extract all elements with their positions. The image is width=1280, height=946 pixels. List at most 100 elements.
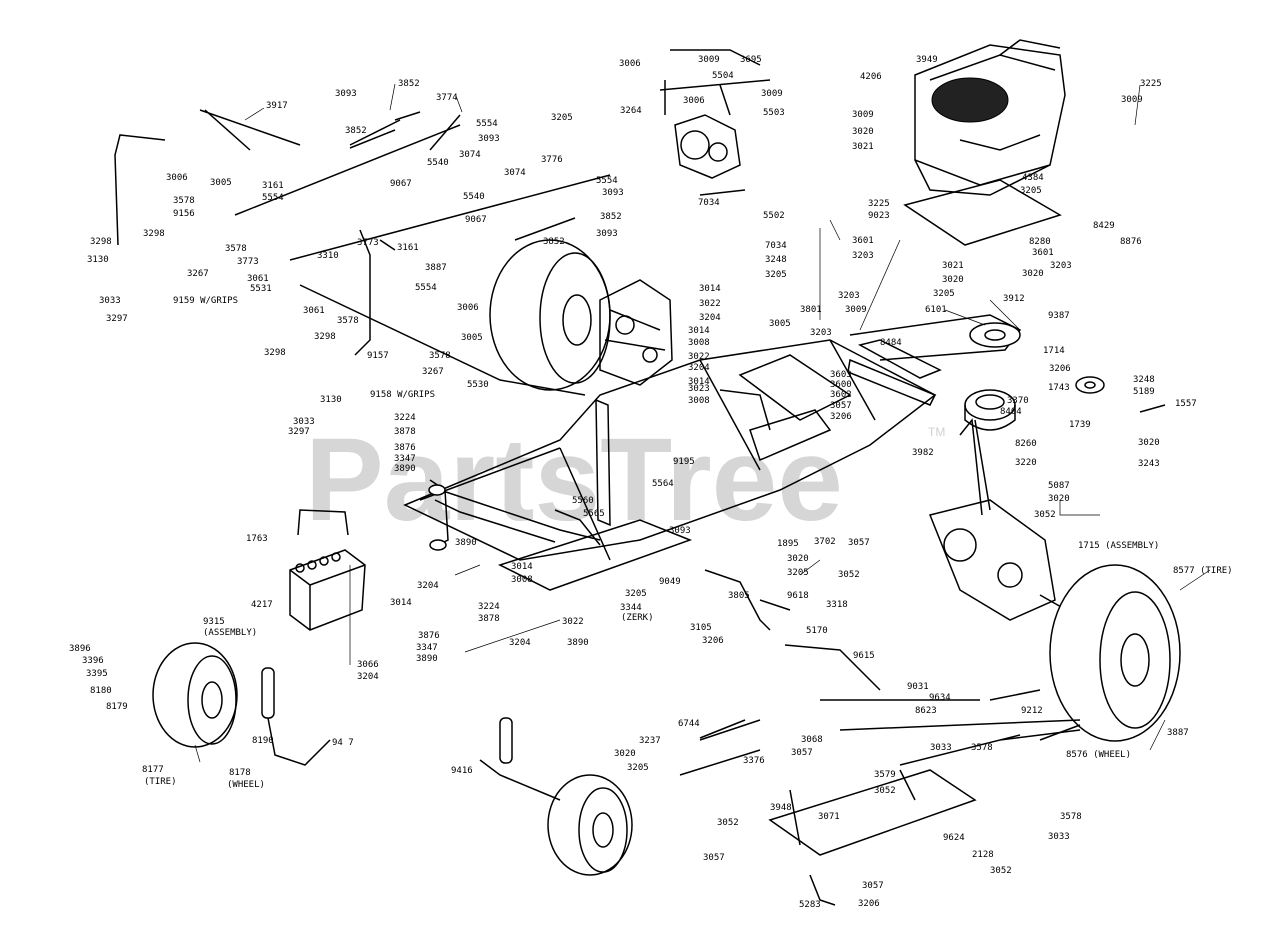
spindle-right <box>479 717 561 801</box>
part-label-3852a: 3852 <box>398 79 420 89</box>
part-label-5170: 5170 <box>806 626 828 636</box>
part-label-3093e: 3093 <box>669 526 691 536</box>
part-label-3297b: 3297 <box>288 427 310 437</box>
part-label-7034a: 7034 <box>698 198 720 208</box>
engine-mount-plate <box>903 179 1062 246</box>
part-label-3344: 3344 <box>620 603 642 613</box>
part-label-3009d: 3009 <box>852 110 874 120</box>
part-label-3852d: 3852 <box>543 237 565 247</box>
part-label-1557: 1557 <box>1175 399 1197 409</box>
part-label-3773b: 3773 <box>357 238 379 248</box>
part-label-3093d: 3093 <box>596 229 618 239</box>
part-label-3008a: 3008 <box>688 338 710 348</box>
part-label-3006b: 3006 <box>457 303 479 313</box>
part-label-3020b: 3020 <box>942 275 964 285</box>
part-label-1895: 1895 <box>777 539 799 549</box>
rear-tire-right <box>1049 564 1181 742</box>
part-label-3021b: 3021 <box>942 261 964 271</box>
part-label-9067b: 9067 <box>465 215 487 225</box>
part-label-3578a: 3578 <box>173 196 195 206</box>
part-label-3014e: 3014 <box>511 562 533 572</box>
part-label-3298a: 3298 <box>143 229 165 239</box>
part-label-8623: 8623 <box>915 706 937 716</box>
part-label-3022c: 3022 <box>562 617 584 627</box>
part-label-9212: 9212 <box>1021 706 1043 716</box>
part-label-3876b: 3876 <box>418 631 440 641</box>
part-label-5502: 5502 <box>763 211 785 221</box>
part-label-3009a: 3009 <box>698 55 720 65</box>
part-label-3298c: 3298 <box>314 332 336 342</box>
part-label-8429: 8429 <box>1093 221 1115 231</box>
part-label-3009e: 3009 <box>845 305 867 315</box>
part-label-3267a: 3267 <box>187 269 209 279</box>
part-label-3578b: 3578 <box>225 244 247 254</box>
spindle-left <box>261 667 331 766</box>
front-tire-left <box>152 642 238 748</box>
part-label-assembly1: (ASSEMBLY) <box>203 628 257 638</box>
part-label-3205g: 3205 <box>627 763 649 773</box>
part-label-3033c: 3033 <box>930 743 952 753</box>
part-label-3052c: 3052 <box>874 786 896 796</box>
part-label-3022b: 3022 <box>688 352 710 362</box>
part-label-3205e: 3205 <box>787 568 809 578</box>
part-label-8178: 8178 <box>229 768 251 778</box>
part-label-3695: 3695 <box>740 55 762 65</box>
leader-lines <box>194 83 1211 763</box>
part-label-3020a: 3020 <box>852 127 874 137</box>
part-label-3917: 3917 <box>266 101 288 111</box>
part-label-3093a: 3093 <box>335 89 357 99</box>
lift-handle-left <box>114 109 301 246</box>
part-label-9634: 9634 <box>929 693 951 703</box>
part-label-3578c: 3578 <box>337 316 359 326</box>
part-label-3347a: 3347 <box>394 454 416 464</box>
part-label-5189: 5189 <box>1133 387 1155 397</box>
part-label-wheel1: (WHEEL) <box>227 780 265 790</box>
starter-motor <box>659 49 771 196</box>
part-label-3243: 3243 <box>1138 459 1160 469</box>
part-label-8404: 8404 <box>1000 407 1022 417</box>
rear-axle-beam <box>847 339 942 406</box>
part-label-3006d: 3006 <box>683 96 705 106</box>
part-label-3204d: 3204 <box>688 363 710 373</box>
part-label-3949: 3949 <box>916 55 938 65</box>
part-label-3020d: 3020 <box>1138 438 1160 448</box>
part-label-3022a: 3022 <box>699 299 721 309</box>
part-label-3061b: 3061 <box>303 306 325 316</box>
part-label-3578d: 3578 <box>429 351 451 361</box>
part-label-3205d: 3205 <box>933 289 955 299</box>
part-label-5554d: 5554 <box>596 176 618 186</box>
part-label-3396: 3396 <box>82 656 104 666</box>
part-label-9157: 9157 <box>367 351 389 361</box>
part-label-3205a: 3205 <box>551 113 573 123</box>
part-label-8179: 8179 <box>106 702 128 712</box>
part-label-8180: 8180 <box>90 686 112 696</box>
part-label-3876a: 3876 <box>394 443 416 453</box>
part-label-3205c: 3205 <box>1020 186 1042 196</box>
electric-clutch <box>964 389 1016 431</box>
part-label-3205b: 3205 <box>765 270 787 280</box>
engine <box>914 39 1066 196</box>
part-label-3878b: 3878 <box>478 614 500 624</box>
part-label-3206a: 3206 <box>1049 364 1071 374</box>
part-label-3005b: 3005 <box>461 333 483 343</box>
part-label-3006c: 3006 <box>619 59 641 69</box>
part-label-8280: 8280 <box>1029 237 1051 247</box>
part-label-zerk: (ZERK) <box>621 613 654 623</box>
part-label-3370: 3370 <box>1007 396 1029 406</box>
part-label-3224a: 3224 <box>394 413 416 423</box>
part-label-3052b: 3052 <box>838 570 860 580</box>
part-label-8260: 8260 <box>1015 439 1037 449</box>
part-label-3600: 3600 <box>830 380 852 390</box>
part-label-3220: 3220 <box>1015 458 1037 468</box>
part-label-3204e: 3204 <box>509 638 531 648</box>
part-label-3014d: 3014 <box>688 377 710 387</box>
part-label-3161a: 3161 <box>262 181 284 191</box>
part-label-3093b: 3093 <box>478 134 500 144</box>
part-label-8190: 8190 <box>252 736 274 746</box>
part-label-3093c: 3093 <box>602 188 624 198</box>
part-label-5564: 5564 <box>652 479 674 489</box>
part-label-5565: 5565 <box>583 509 605 519</box>
part-label-3021a: 3021 <box>852 142 874 152</box>
part-label-3014a: 3014 <box>390 598 412 608</box>
